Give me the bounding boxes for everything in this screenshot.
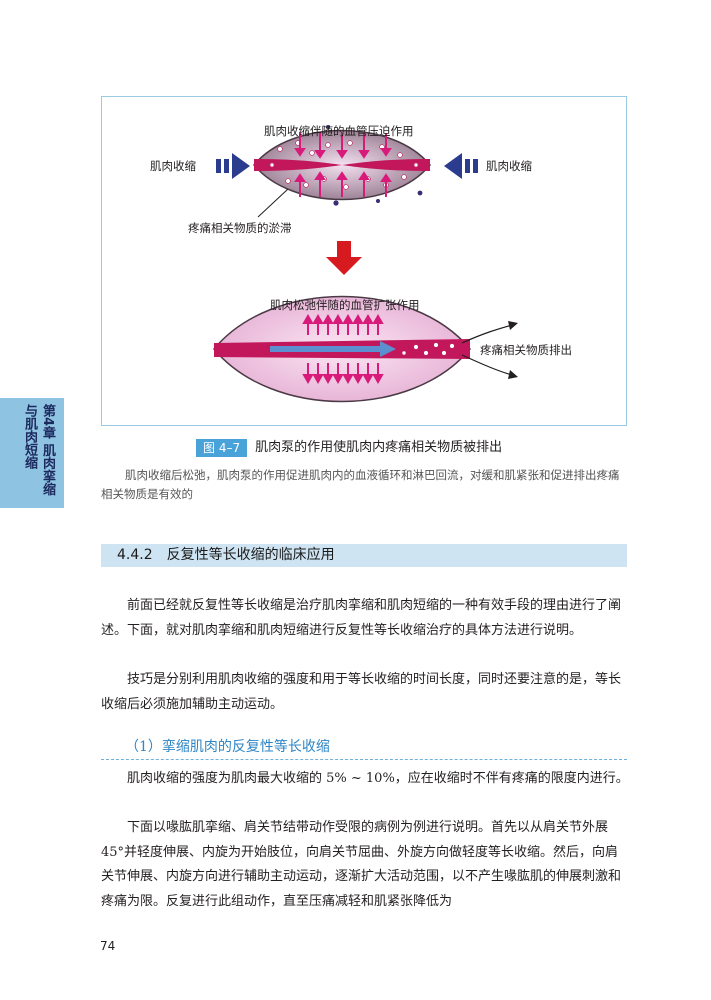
right-contraction-label: 肌肉收缩 bbox=[486, 159, 532, 173]
contracted-muscle bbox=[253, 125, 431, 206]
figure-caption: 图 4–7 肌肉泵的作用使肌肉内疼痛相关物质被排出 bbox=[196, 439, 502, 457]
left-compression-arrow bbox=[216, 153, 250, 179]
body-paragraph-3: 肌肉收缩的强度为肌肉最大收缩的 5% ~ 10%，应在收缩时不伴有疼痛的限度内进… bbox=[127, 771, 629, 786]
relaxed-muscle bbox=[213, 295, 518, 403]
chapter-side-tab: 第4章 肌肉挛缩 与肌肉短缩 bbox=[0, 398, 64, 508]
body-paragraph-4: 下面以喙肱肌挛缩、肩关节结带动作受限的病例为例进行说明。首先以从肩关节外展 45… bbox=[101, 820, 622, 909]
red-down-arrow bbox=[326, 241, 362, 275]
stagnation-label: 疼痛相关物质的淤滞 bbox=[188, 221, 292, 235]
body-paragraph-1: 前面已经就反复性等长收缩是治疗肌肉挛缩和肌肉短缩的一种有效手段的理由进行了阐述。… bbox=[101, 598, 622, 638]
figure-number: 图 4–7 bbox=[196, 439, 248, 457]
page-number: 74 bbox=[100, 939, 116, 953]
caption-note: 肌肉收缩后松弛，肌肉泵的作用促进肌肉内的血液循环和淋巴回流，对缓和肌紧张和促进排… bbox=[101, 468, 620, 501]
discharge-label: 疼痛相关物质排出 bbox=[480, 343, 572, 357]
subsection-title: （1）挛缩肌肉的反复性等长收缩 bbox=[125, 739, 330, 755]
figure-frame: 肌肉收缩 肌肉收缩 肌肉收缩伴随的血管压迫作用 疼痛相关物质的淤滞 bbox=[101, 96, 627, 426]
subsection-heading: （1）挛缩肌肉的反复性等长收缩 bbox=[101, 735, 627, 760]
chapter-tab-line2: 与肌肉短缩 bbox=[22, 404, 37, 469]
right-compression-arrow bbox=[444, 153, 478, 179]
section-title: 4.4.2 反复性等长收缩的临床应用 bbox=[117, 547, 335, 563]
left-contraction-label: 肌肉收缩 bbox=[150, 159, 196, 173]
section-heading: 4.4.2 反复性等长收缩的临床应用 bbox=[101, 544, 627, 567]
body-paragraph-2: 技巧是分别利用肌肉收缩的强度和用于等长收缩的时间长度，同时还要注意的是，等长收缩… bbox=[101, 672, 622, 712]
muscle-pump-diagram: 肌肉收缩 肌肉收缩 肌肉收缩伴随的血管压迫作用 疼痛相关物质的淤滞 bbox=[150, 124, 572, 403]
figure-title: 肌肉泵的作用使肌肉内疼痛相关物质被排出 bbox=[255, 440, 503, 455]
dilation-title: 肌肉松弛伴随的血管扩张作用 bbox=[270, 298, 420, 312]
chapter-tab-line1: 第4章 肌肉挛缩 bbox=[40, 404, 55, 496]
compression-title: 肌肉收缩伴随的血管压迫作用 bbox=[264, 124, 414, 138]
